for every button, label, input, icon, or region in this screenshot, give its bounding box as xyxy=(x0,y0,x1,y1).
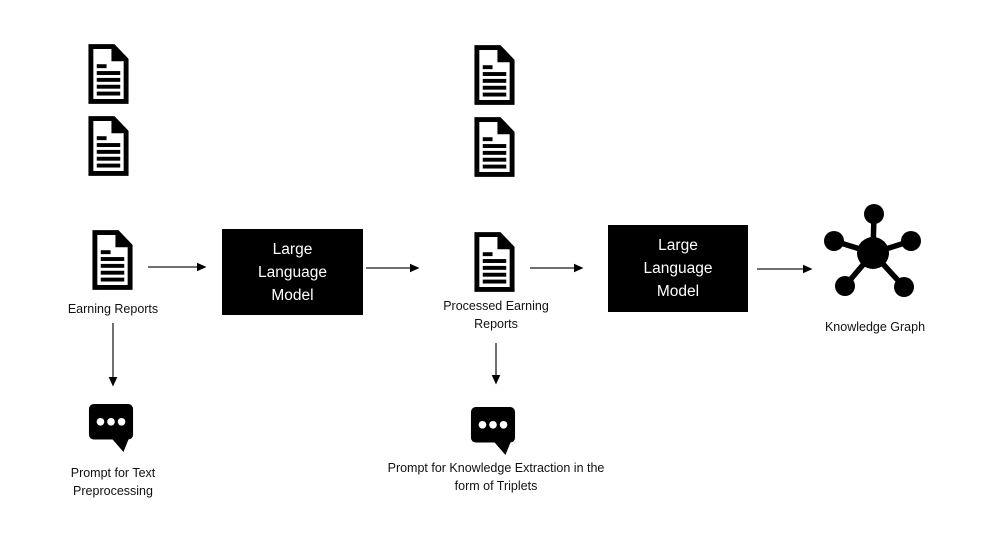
prompt-preprocessing-label: Prompt for Text Preprocessing xyxy=(70,466,156,498)
llm-box-2-label: Large Language Model xyxy=(643,237,713,300)
processed-earning-reports-label: Processed Earning Reports xyxy=(443,299,549,331)
arrow-right-icon xyxy=(366,263,420,273)
document-icon xyxy=(472,116,517,183)
document-icon xyxy=(86,115,131,182)
chat-bubble-icon xyxy=(88,402,134,459)
arrow-right-icon xyxy=(148,262,207,272)
prompt-extraction-label: Prompt for Knowledge Extraction in the f… xyxy=(387,461,605,493)
llm-box-1-label: Large Language Model xyxy=(258,240,327,304)
llm-box-1: Large Language Model xyxy=(222,229,363,315)
arrow-down-icon xyxy=(491,343,501,385)
arrow-down-icon xyxy=(108,323,118,387)
document-icon xyxy=(90,229,135,296)
chat-bubble-icon xyxy=(470,405,516,462)
document-icon xyxy=(472,44,517,111)
document-icon xyxy=(472,231,517,298)
document-icon xyxy=(86,43,131,110)
earning-reports-label: Earning Reports xyxy=(67,302,159,316)
knowledge-graph-icon xyxy=(823,202,923,307)
arrow-right-icon xyxy=(530,263,584,273)
arrow-right-icon xyxy=(757,264,813,274)
llm-box-2: Large Language Model xyxy=(608,225,748,312)
knowledge-graph-label: Knowledge Graph xyxy=(824,320,926,334)
